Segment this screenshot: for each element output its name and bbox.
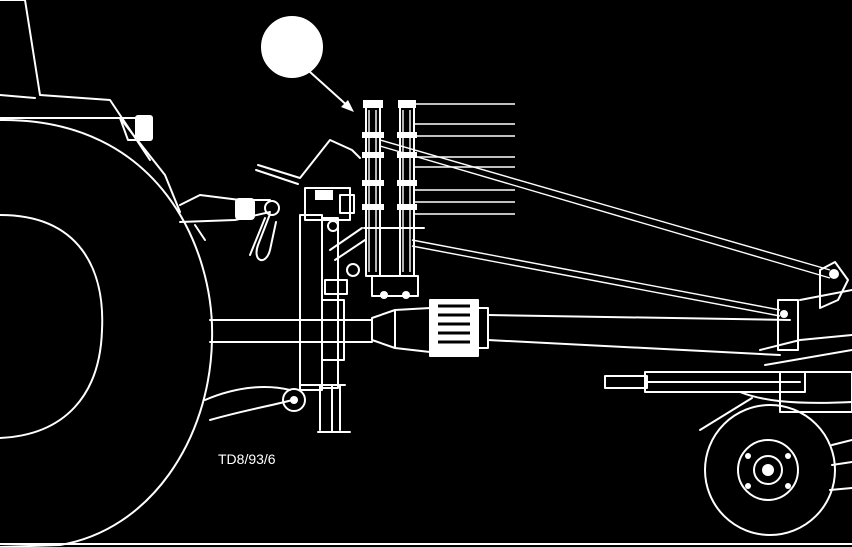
implement-headstock [759,261,852,366]
pto-drive-shaft [371,299,791,357]
rear-tractor-wheel [0,118,214,547]
support-jack [282,187,366,433]
lift-lever [255,139,361,185]
hydraulic-hose-bundle [362,100,425,299]
implement-frame [604,371,852,431]
tractor-body [0,0,181,213]
callout-number: 1 [281,29,302,71]
callout-1: 1 [261,16,354,112]
figure-code: TD8/93/6 [218,451,276,467]
implement-hoses [379,139,831,317]
pto-linkage [179,194,280,261]
hose-leader-lines [414,103,515,215]
callout-circle [261,16,323,78]
implement-wheel [704,404,852,536]
lower-link-arms [204,319,373,421]
